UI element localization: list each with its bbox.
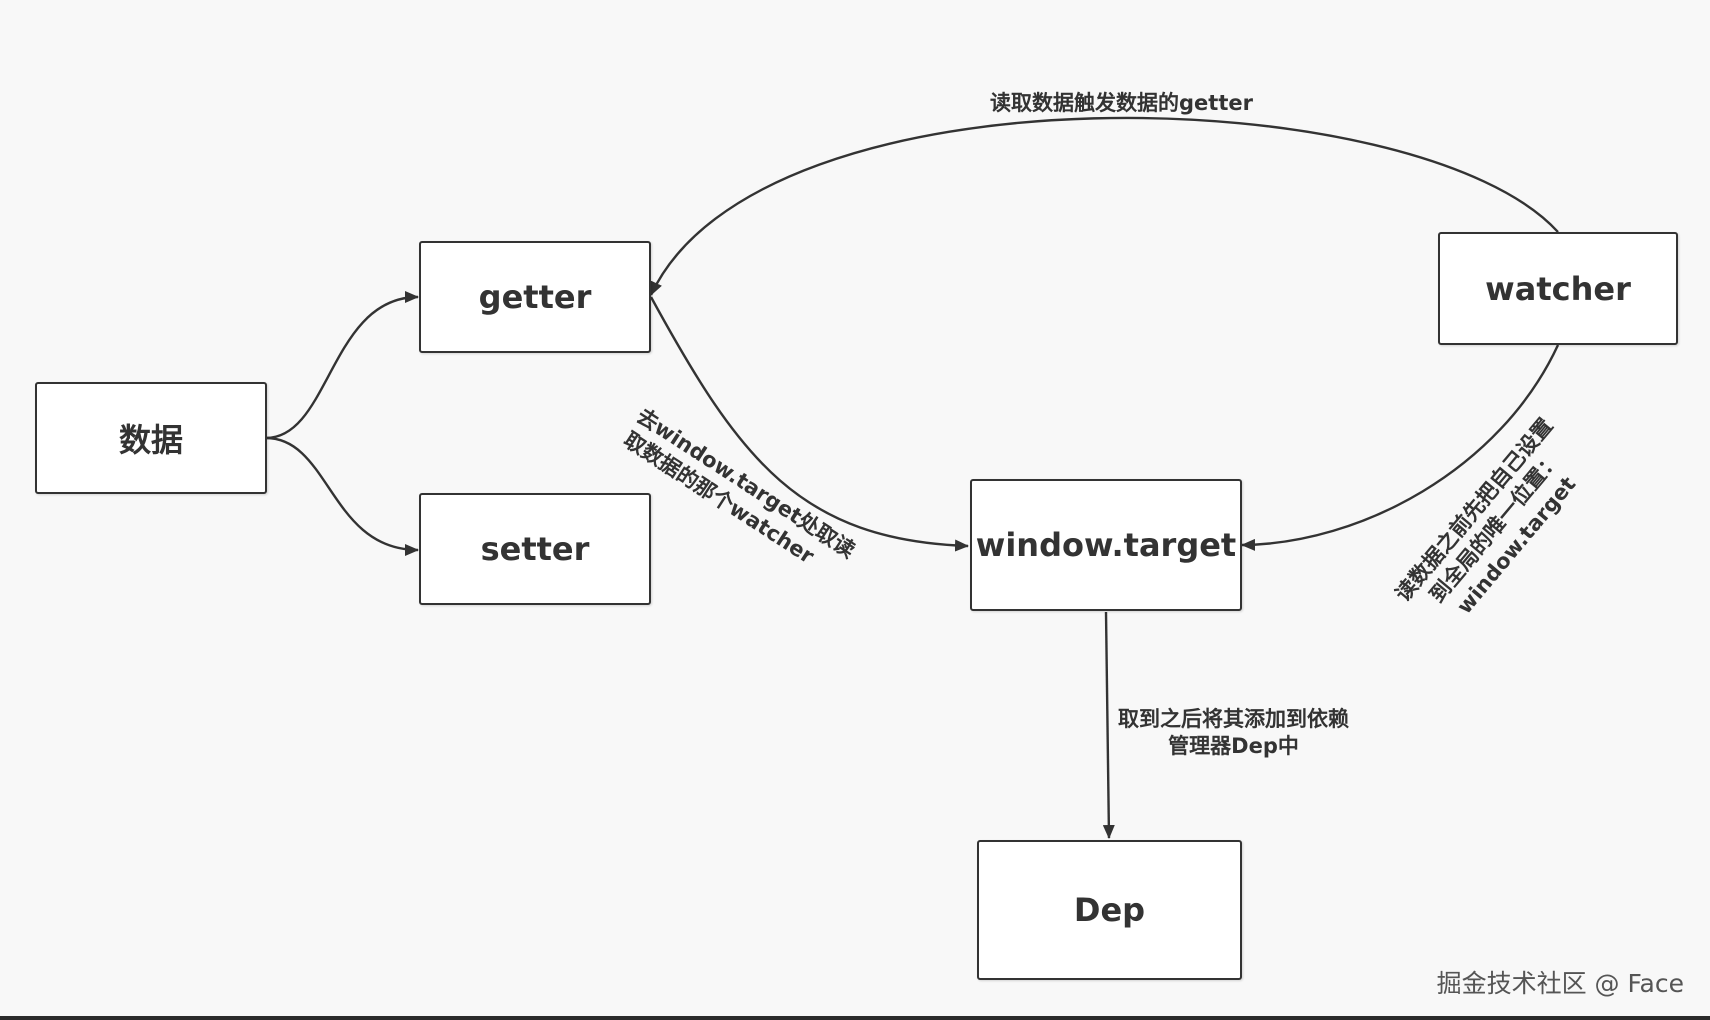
node-window-target: window.target (970, 479, 1242, 611)
edge-data-to-getter (265, 291, 419, 440)
node-watcher-label: watcher (1485, 269, 1631, 308)
node-dep-label: Dep (1073, 891, 1146, 929)
node-dep: Dep (977, 840, 1242, 980)
node-data: 数据 (35, 382, 267, 494)
edge-label-read-trigger: 读取数据触发数据的getter (990, 91, 1253, 115)
node-data-label: 数据 (118, 421, 183, 459)
edge-watcher-to-getter (649, 116, 1559, 296)
edge-data-to-setter (265, 436, 419, 556)
watermark-text: 掘金技术社区 @ Face (1436, 969, 1684, 998)
bottom-divider (0, 1016, 1710, 1020)
node-window-target-label: window.target (975, 526, 1237, 564)
node-setter: setter (419, 493, 651, 605)
node-watcher: watcher (1438, 232, 1678, 345)
edge-label-add-dep-line2: 管理器Dep中 (1168, 734, 1299, 759)
node-setter-label: setter (480, 530, 590, 568)
edge-window-target-to-dep (1102, 611, 1115, 839)
edge-label-add-dep: 取到之后将其添加到依赖 管理器Dep中 (1118, 706, 1349, 761)
edge-watcher-to-window-target (1241, 344, 1560, 551)
edge-getter-to-window-target (649, 296, 969, 552)
node-getter-label: getter (478, 278, 592, 316)
edge-label-add-dep-line1: 取到之后将其添加到依赖 (1118, 707, 1349, 731)
node-getter: getter (419, 241, 651, 353)
